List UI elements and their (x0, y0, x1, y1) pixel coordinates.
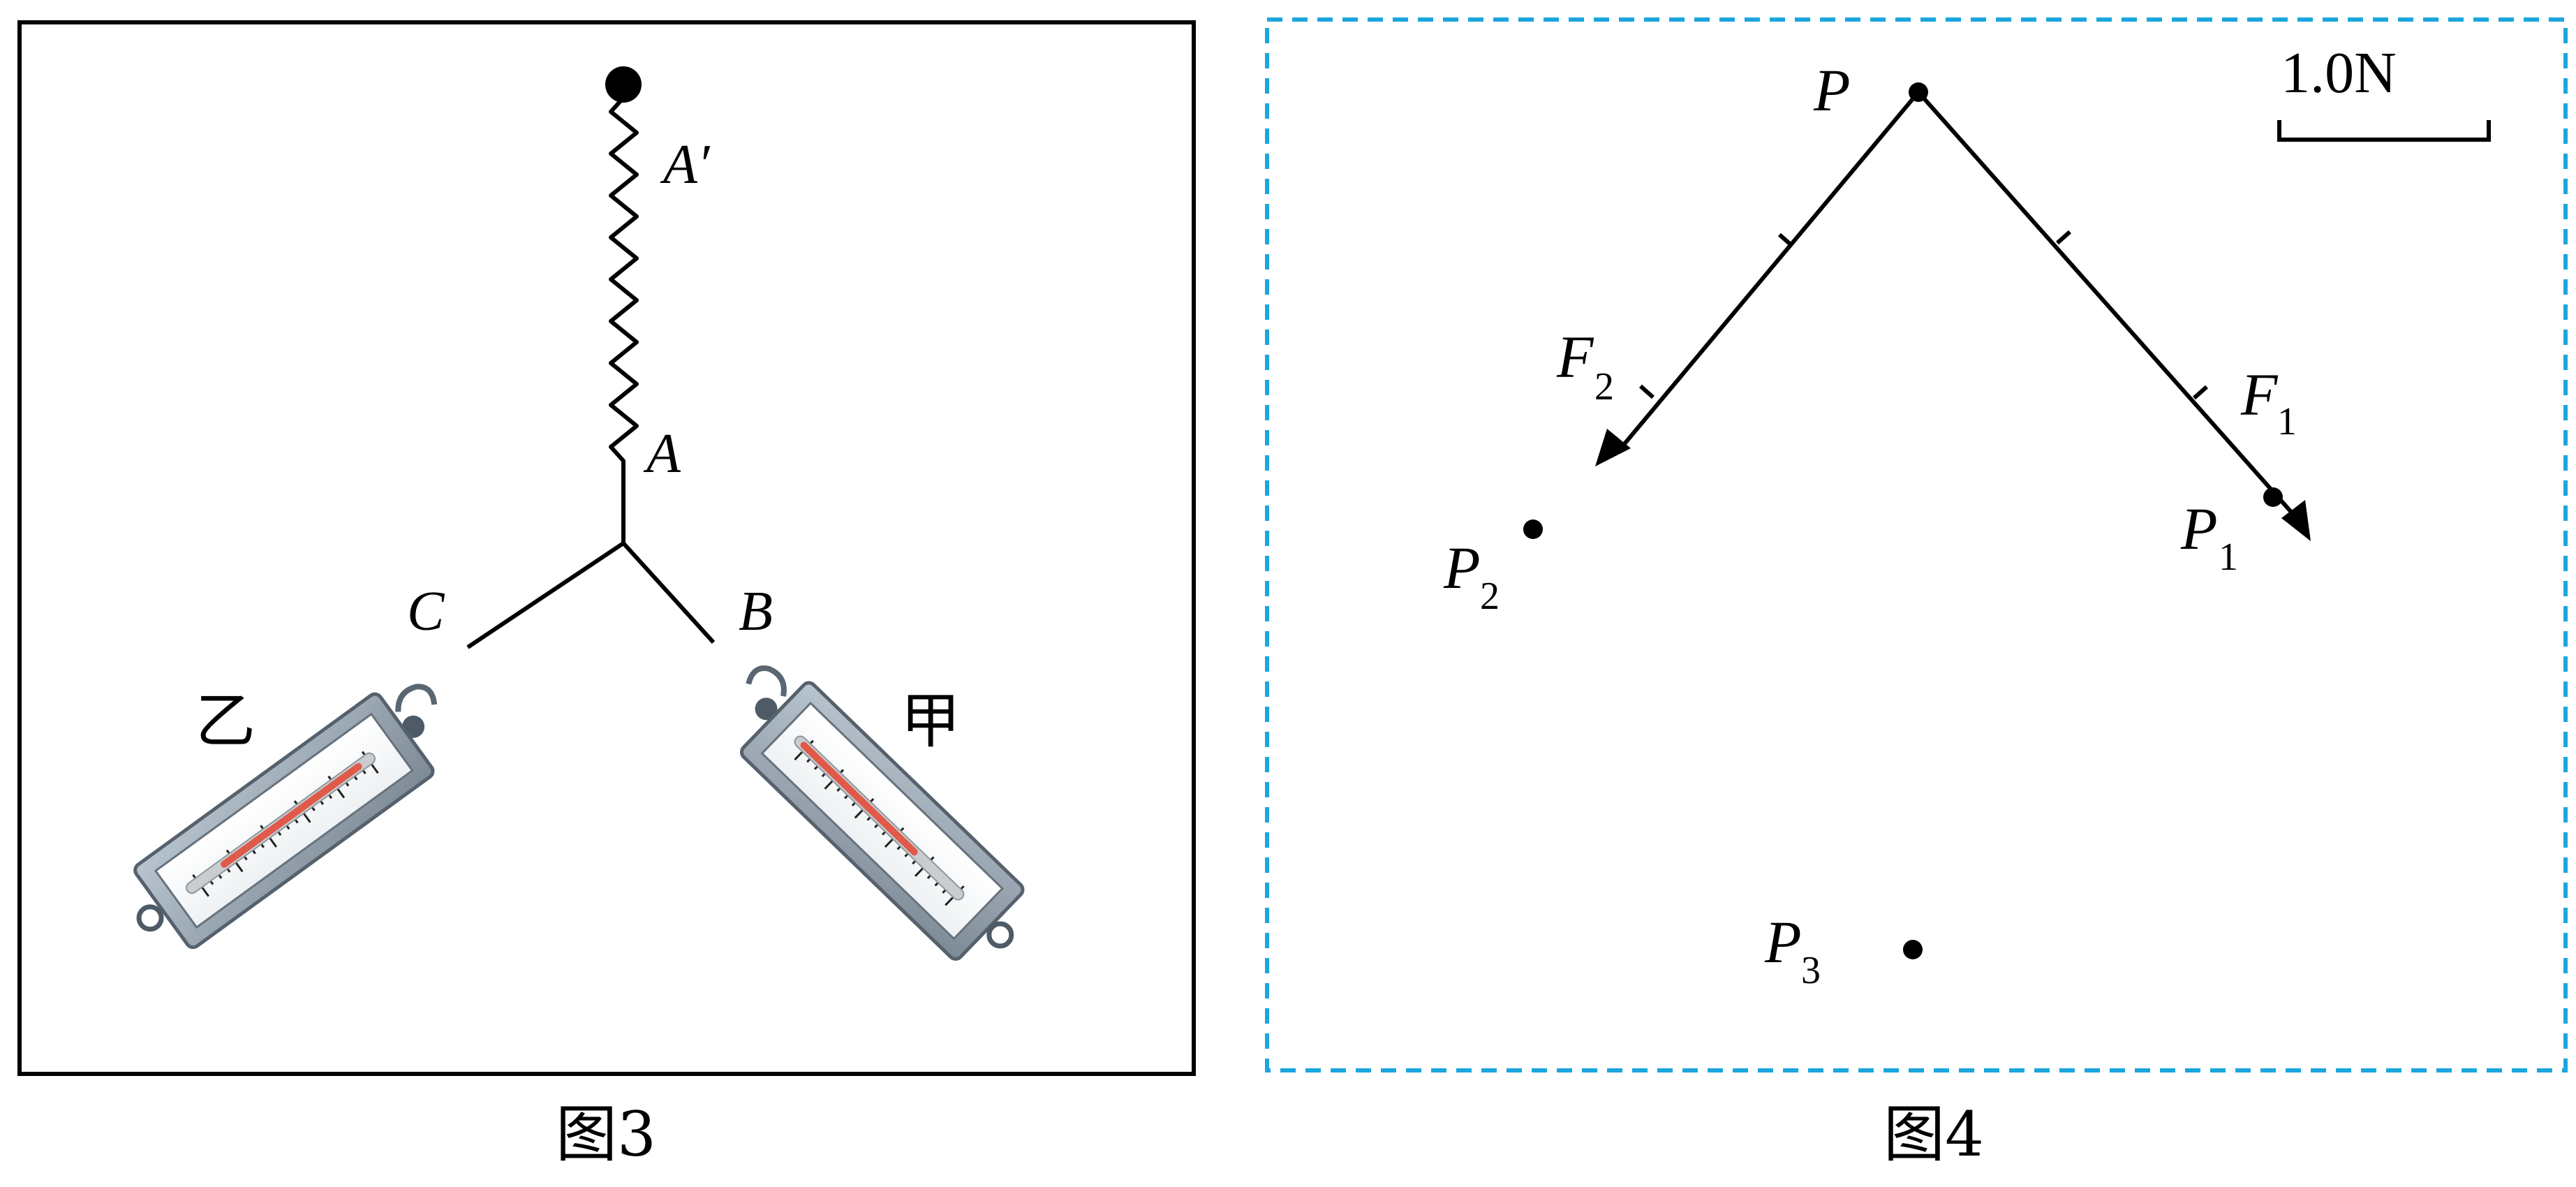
label-p2: P (1443, 534, 1481, 601)
spring-scale-yi (133, 684, 438, 950)
scale-label: 1.0N (2281, 40, 2397, 105)
label-p1: P (2180, 495, 2218, 562)
force-f1-tick (2056, 230, 2071, 245)
string-to-c (466, 541, 625, 649)
figure-3-caption: 图3 (556, 1098, 656, 1170)
scale-bar (2277, 120, 2491, 142)
label-f1-subscript: 1 (2277, 400, 2297, 443)
meter-indicator (221, 762, 362, 868)
label-p: P (1813, 57, 1851, 124)
label-f2: F (1556, 323, 1594, 390)
force-f2-arrowhead (1595, 429, 1631, 466)
string-to-b (621, 541, 716, 644)
force-f1-tick (2193, 385, 2208, 400)
label-p2-subscript: 2 (1480, 575, 1500, 618)
bottom-ring-icon (136, 904, 164, 932)
spring-scale-jia (739, 665, 1025, 961)
force-f2-tick (1778, 233, 1793, 248)
label-yi: 乙 (195, 686, 256, 756)
top-ring-icon (755, 698, 778, 721)
bottom-ring-icon (986, 921, 1014, 949)
label-f1: F (2240, 361, 2279, 428)
force-f1-arrowhead (2281, 500, 2311, 541)
figure-3: A′ A C B 乙 (17, 20, 1196, 1170)
hook-c-icon (395, 684, 438, 712)
label-p3: P (1764, 908, 1802, 975)
label-c: C (407, 581, 445, 642)
point-p3 (1903, 940, 1923, 959)
label-f2-subscript: 2 (1594, 365, 1614, 408)
spring (609, 96, 639, 480)
label-p3-subscript: 3 (1801, 949, 1821, 992)
force-f1-line (1916, 91, 2297, 518)
hook-b-icon (746, 665, 787, 697)
figure-3-frame (17, 20, 1196, 1076)
label-a-prime: A′ (660, 134, 711, 196)
figure-4: 1.0N P F 2 F 1 P 1 P 2 P 3 图4 (1265, 17, 2568, 1170)
point-p2 (1523, 519, 1543, 539)
figure-4-frame (1265, 17, 2568, 1072)
force-f2-tick (1639, 384, 1655, 399)
meter-indicator (800, 742, 918, 856)
label-b: B (739, 581, 773, 642)
label-jia: 甲 (901, 686, 961, 756)
figure-4-caption: 图4 (1883, 1098, 1984, 1170)
label-p1-subscript: 1 (2219, 536, 2238, 579)
point-p (1909, 82, 1928, 102)
spring-anchor-dot (605, 66, 642, 103)
point-p1 (2263, 487, 2283, 507)
label-a: A (643, 423, 681, 485)
force-f2-line (1618, 91, 1920, 451)
